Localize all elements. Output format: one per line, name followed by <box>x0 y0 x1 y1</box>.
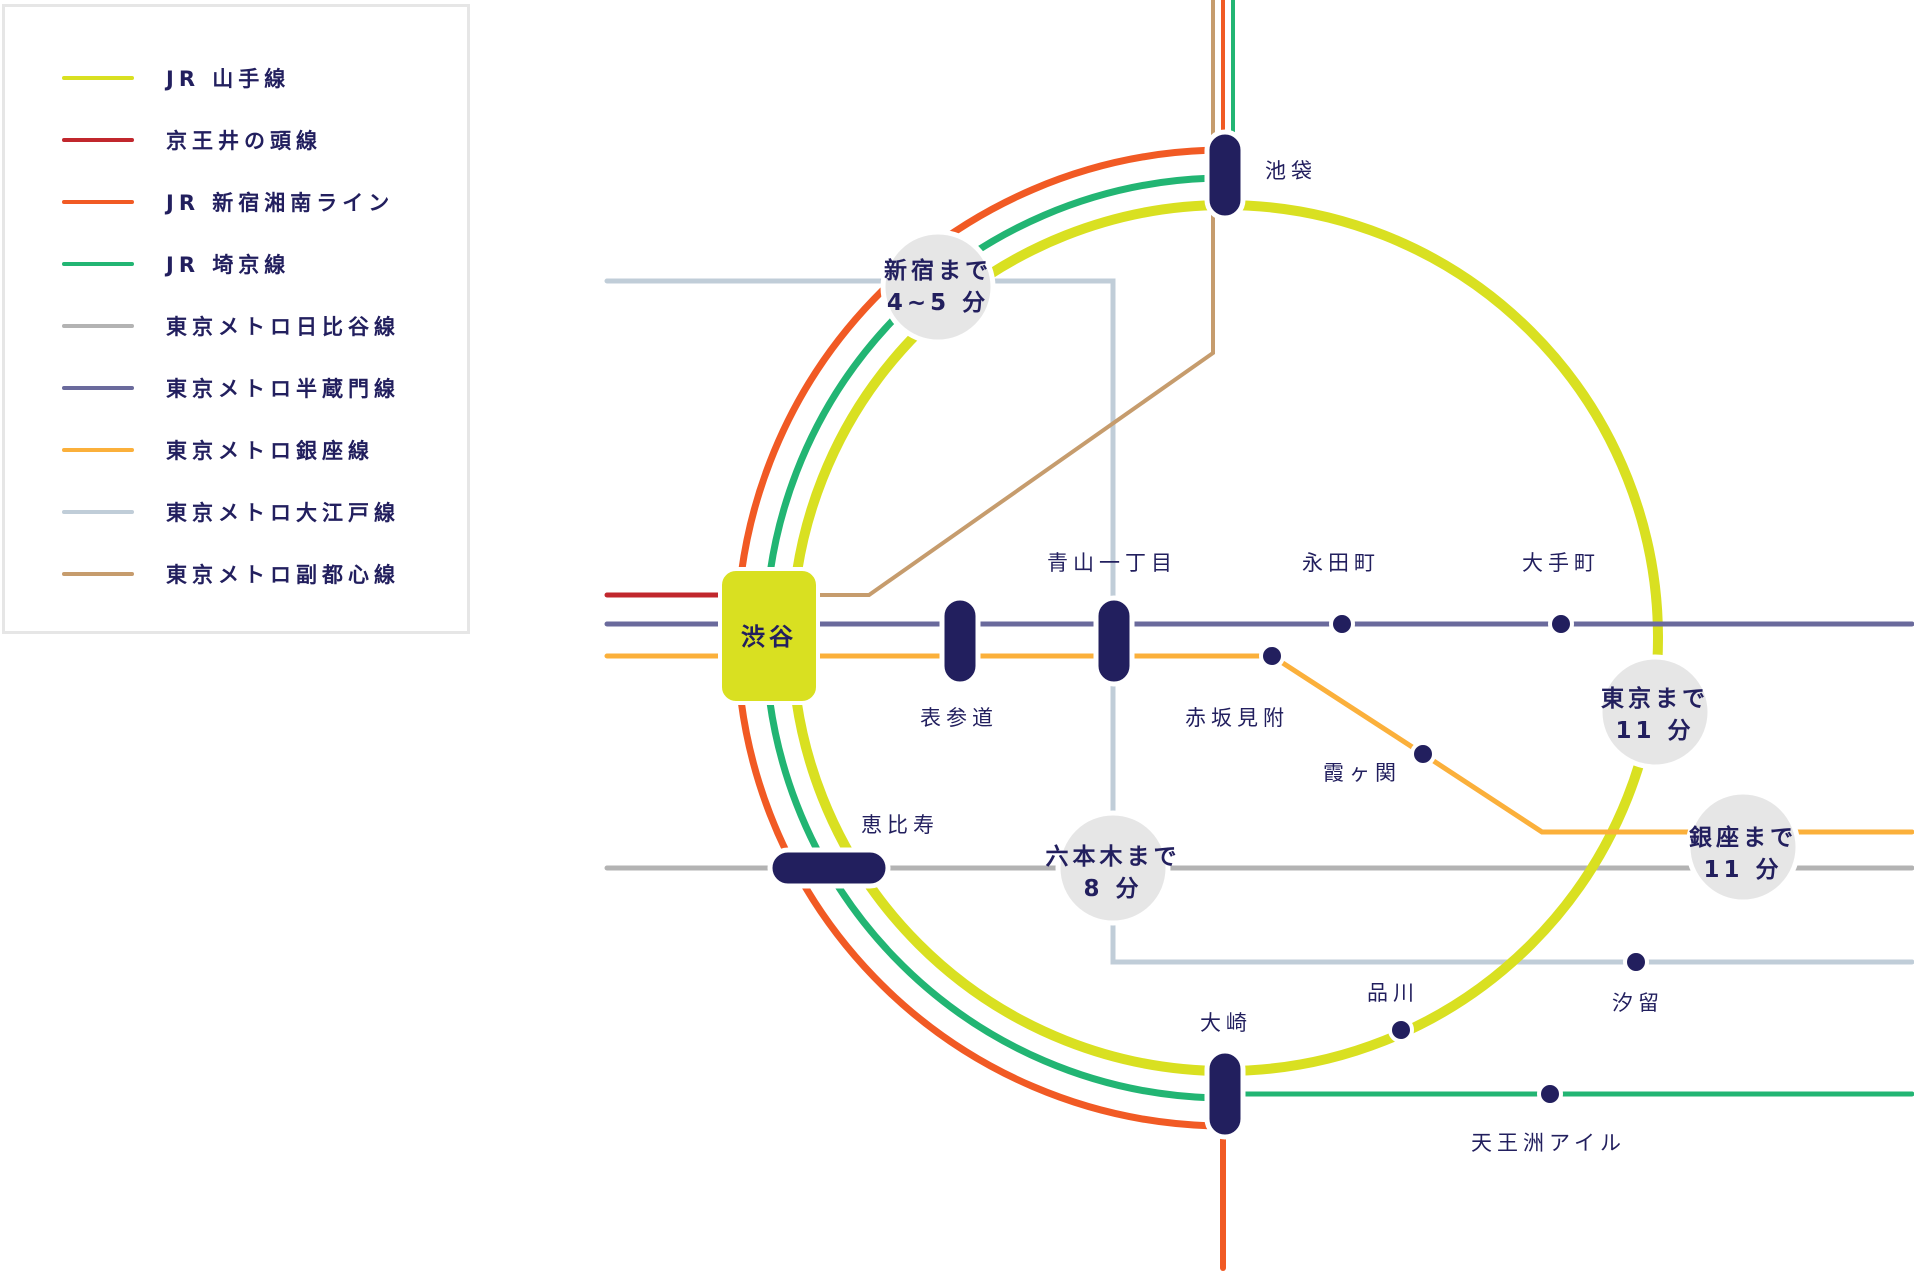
legend-swatch <box>62 448 134 452</box>
legend-item-hanzomon: 東京メトロ半蔵門線 <box>62 373 400 403</box>
legend-label: 東京メトロ半蔵門線 <box>166 377 400 401</box>
legend-label: 東京メトロ銀座線 <box>166 439 374 463</box>
legend: JR 山手線 京王井の頭線 JR 新宿湘南ライン JR 埼京線 東京メトロ日比谷… <box>2 4 470 634</box>
bubble-line1: 六本木まで <box>1046 844 1181 870</box>
legend-swatch <box>62 138 134 142</box>
station-label-omotesando: 表参道 <box>920 706 998 730</box>
bubble-circle <box>880 229 996 345</box>
station-ikebukuro <box>1204 129 1246 221</box>
legend-label: 東京メトロ日比谷線 <box>166 315 400 339</box>
legend-swatch <box>62 324 134 328</box>
legend-swatch <box>62 76 134 80</box>
station-label-shinagawa: 品川 <box>1367 981 1419 1005</box>
station-label-ebisu: 恵比寿 <box>861 813 939 837</box>
legend-label: JR 埼京線 <box>166 253 291 277</box>
legend-swatch <box>62 200 134 204</box>
hub-shibuya[interactable]: 渋谷 <box>718 567 820 705</box>
station-nagatacho <box>1329 611 1355 637</box>
station-label-kasumigaseki: 霞ヶ関 <box>1323 761 1401 785</box>
legend-label: 東京メトロ大江戸線 <box>166 501 400 525</box>
legend-item-ginza: 東京メトロ銀座線 <box>62 435 374 465</box>
station-osaki <box>1204 1048 1246 1140</box>
bubble-tokyo: 東京まで 11 分 <box>1597 654 1713 770</box>
legend-label: JR 山手線 <box>166 67 291 91</box>
legend-swatch <box>62 572 134 576</box>
bubble-circle <box>1055 810 1171 926</box>
legend-item-oedo: 東京メトロ大江戸線 <box>62 497 400 527</box>
bubble-line2: 8 分 <box>1083 876 1142 902</box>
station-label-otemachi: 大手町 <box>1522 551 1600 575</box>
legend-swatch <box>62 262 134 266</box>
bubble-circle <box>1685 789 1801 905</box>
bubble-line2: 11 分 <box>1703 857 1782 883</box>
bubble-line1: 東京まで <box>1601 685 1709 712</box>
legend-swatch <box>62 386 134 390</box>
legend-item-hibiya: 東京メトロ日比谷線 <box>62 311 400 341</box>
hub-label: 渋谷 <box>741 623 797 651</box>
station-label-akasaka: 赤坂見附 <box>1185 706 1289 730</box>
station-label-ikebukuro: 池袋 <box>1265 159 1317 183</box>
station-kasumigaseki <box>1410 741 1436 767</box>
station-label-tennozu: 天王洲アイル <box>1471 1131 1626 1155</box>
station-label-nagatacho: 永田町 <box>1302 551 1380 575</box>
station-akasaka <box>1259 643 1285 669</box>
station-label-shiodome: 汐留 <box>1612 991 1664 1015</box>
stations-layer <box>767 129 1649 1140</box>
bubble-line2: 11 分 <box>1615 718 1694 744</box>
station-shinagawa <box>1388 1017 1414 1043</box>
bubble-circle <box>1597 654 1713 770</box>
legend-item-keio: 京王井の頭線 <box>62 125 322 155</box>
bubble-ginza: 銀座まで 11 分 <box>1685 789 1801 905</box>
station-aoyama <box>1093 595 1135 687</box>
station-otemachi <box>1548 611 1574 637</box>
bubble-line2: 4~5 分 <box>887 290 989 316</box>
legend-swatch <box>62 510 134 514</box>
bubble-shinjuku: 新宿まで 4~5 分 <box>880 229 996 345</box>
legend-label: JR 新宿湘南ライン <box>166 191 395 215</box>
station-label-aoyama: 青山一丁目 <box>1047 551 1177 575</box>
hub-box <box>718 567 820 705</box>
legend-item-fukutoshin: 東京メトロ副都心線 <box>62 559 400 589</box>
station-ebisu <box>767 847 891 889</box>
station-shiodome <box>1623 949 1649 975</box>
legend-item-shonan: JR 新宿湘南ライン <box>62 187 394 217</box>
station-tennozu <box>1537 1081 1563 1107</box>
station-label-osaki: 大崎 <box>1200 1011 1252 1035</box>
legend-item-saikyo: JR 埼京線 <box>62 249 290 279</box>
station-omotesando <box>939 595 981 687</box>
bubble-line1: 銀座まで <box>1689 824 1797 851</box>
legend-label: 京王井の頭線 <box>166 129 322 153</box>
bubble-line1: 新宿まで <box>884 257 992 284</box>
bubble-roppongi: 六本木まで 8 分 <box>1046 810 1181 926</box>
legend-label: 東京メトロ副都心線 <box>166 563 400 587</box>
legend-item-yamanote: JR 山手線 <box>62 63 290 93</box>
